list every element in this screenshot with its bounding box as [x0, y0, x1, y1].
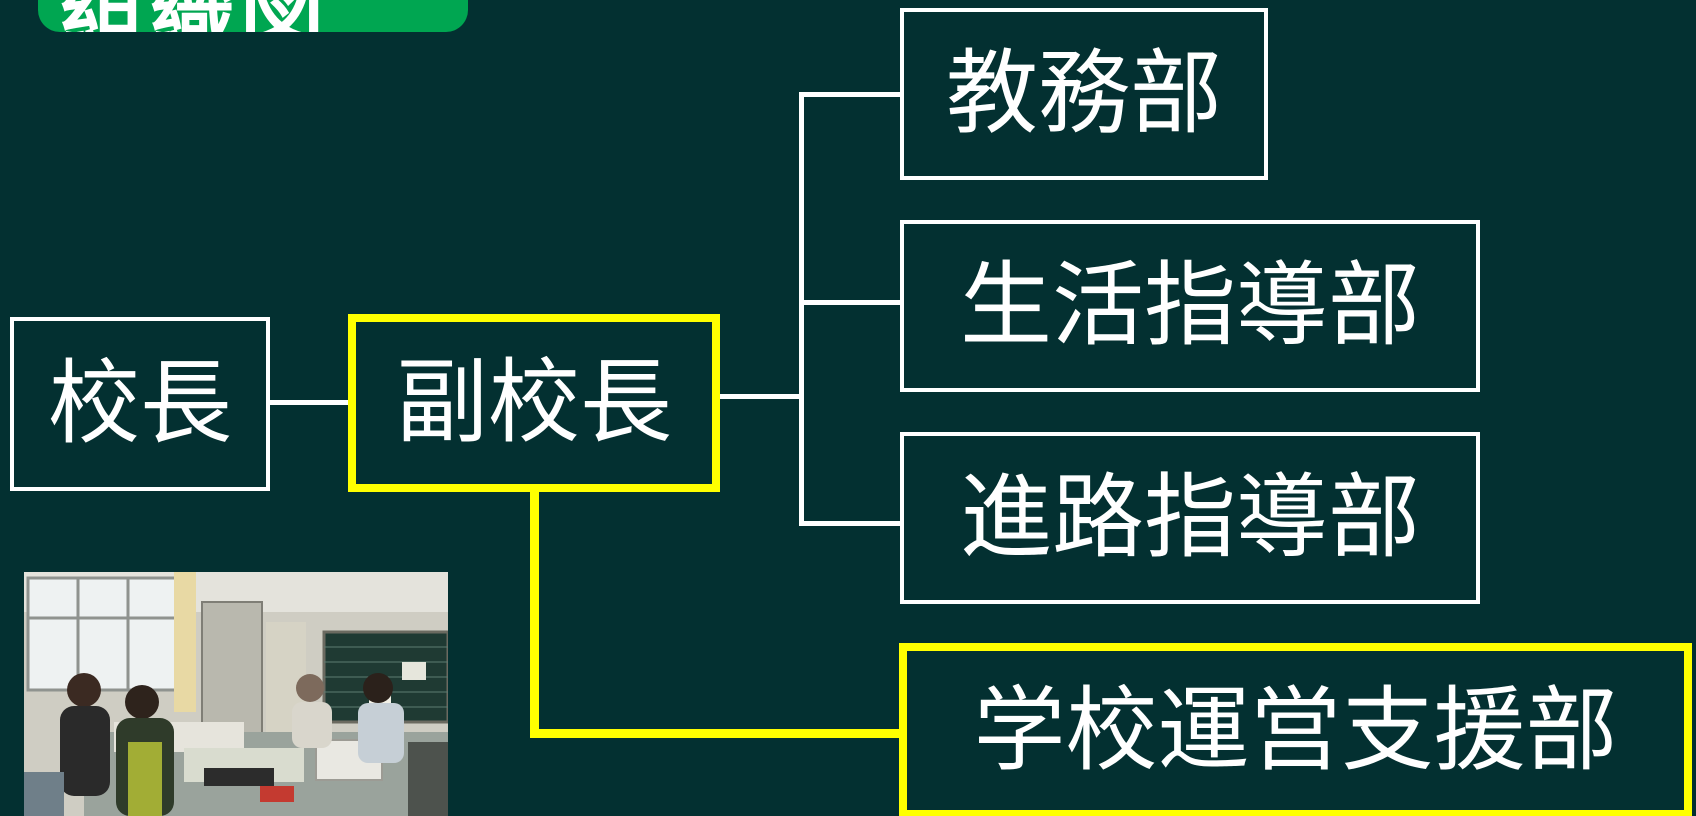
title-badge: 組織図: [38, 0, 468, 32]
node-dept-shinro: 進路指導部: [900, 432, 1480, 604]
node-dept-kyomu: 教務部: [900, 8, 1268, 180]
node-dept-seikatsu: 生活指導部: [900, 220, 1480, 392]
node-dept-kyomu-label: 教務部: [945, 40, 1222, 147]
connector-branch-shinro: [799, 521, 901, 526]
node-principal-label: 校長: [47, 350, 232, 457]
node-dept-seikatsu-label: 生活指導部: [959, 252, 1420, 359]
connector-highlight-horizontal: [530, 729, 906, 738]
node-vice-principal: 副校長: [348, 314, 720, 492]
node-dept-shinro-label: 進路指導部: [959, 464, 1420, 571]
office-photo-icon: [24, 572, 448, 816]
connector-trunk-vertical: [799, 92, 804, 526]
page-title: 組織図: [60, 0, 330, 32]
connector-vice-trunk: [718, 394, 802, 399]
connector-highlight-vertical: [530, 490, 539, 738]
node-dept-gakko-unei: 学校運営支援部: [899, 643, 1692, 816]
node-principal: 校長: [10, 317, 270, 491]
connector-principal-vice: [268, 400, 350, 405]
connector-branch-kyomu: [799, 92, 901, 97]
office-photo: [24, 572, 448, 816]
connector-branch-seikatsu: [799, 300, 901, 305]
node-vice-principal-label: 副校長: [395, 349, 672, 456]
node-dept-gakko-unei-label: 学校運営支援部: [973, 676, 1618, 784]
